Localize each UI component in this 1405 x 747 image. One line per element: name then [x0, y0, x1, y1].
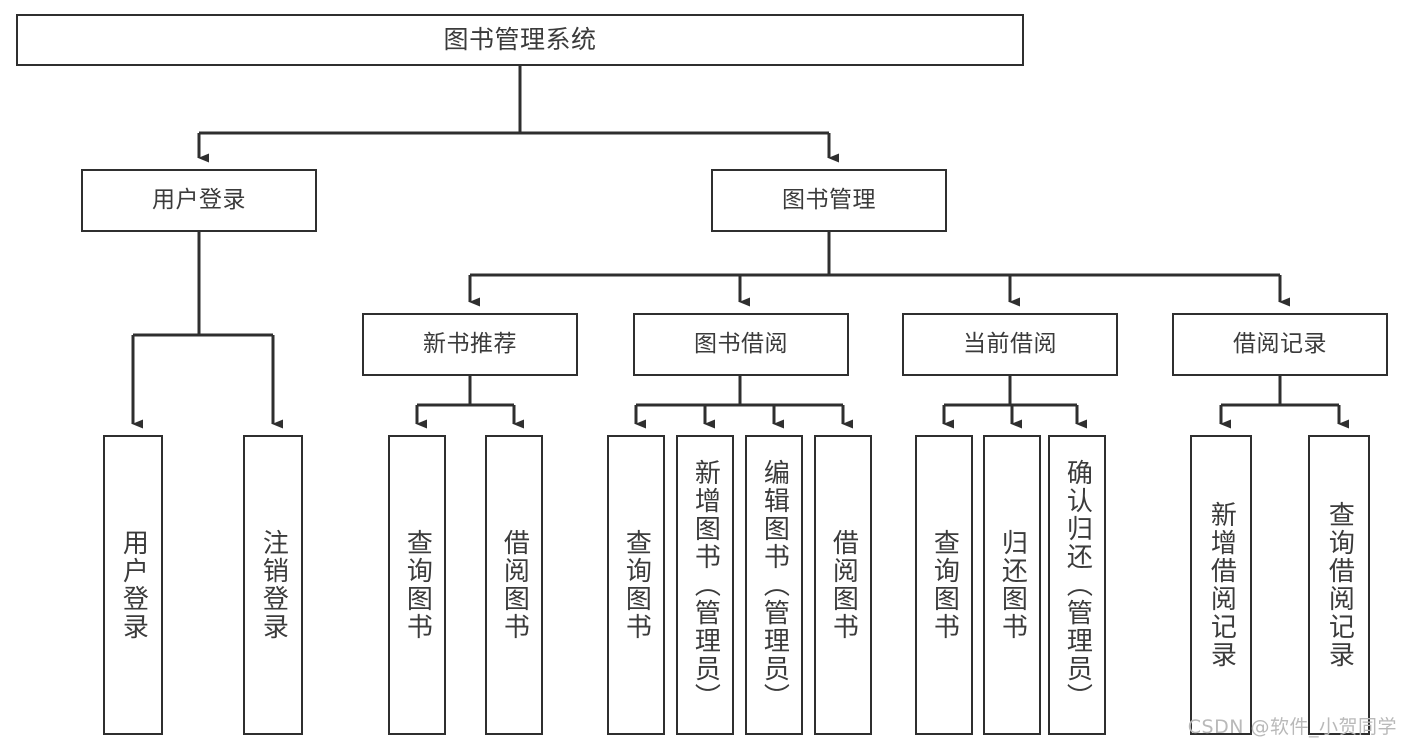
node-leaf-user-logout[interactable]: 注销登录: [243, 435, 303, 735]
node-label: 注销登录: [258, 529, 289, 641]
node-label: 用户登录: [118, 529, 149, 641]
node-label: 图书借阅: [694, 331, 788, 358]
watermark-text: CSDN @软件_小贺同学: [1187, 716, 1397, 738]
node-current-borrow[interactable]: 当前借阅: [902, 313, 1118, 376]
node-leaf-query-book-3[interactable]: 查询图书: [915, 435, 973, 735]
node-label: 借阅图书: [499, 529, 530, 641]
node-new-book-recommend[interactable]: 新书推荐: [362, 313, 578, 376]
node-leaf-edit-book[interactable]: 编辑图书（管理员）: [745, 435, 803, 735]
node-label: 用户登录: [152, 187, 246, 214]
node-leaf-borrow-book-2[interactable]: 借阅图书: [814, 435, 872, 735]
node-label: 新书推荐: [423, 331, 517, 358]
node-label: 查询借阅记录: [1324, 501, 1355, 669]
node-leaf-add-book[interactable]: 新增图书（管理员）: [676, 435, 734, 735]
node-leaf-borrow-book-1[interactable]: 借阅图书: [485, 435, 543, 735]
node-label: 新增借阅记录: [1206, 501, 1237, 669]
node-label: 当前借阅: [963, 331, 1057, 358]
node-leaf-query-book-2[interactable]: 查询图书: [607, 435, 665, 735]
node-label: 确认归还（管理员）: [1062, 459, 1093, 711]
node-label: 归还图书: [997, 529, 1028, 641]
node-label: 编辑图书（管理员）: [759, 459, 790, 711]
node-label: 查询图书: [402, 529, 433, 641]
node-leaf-query-record[interactable]: 查询借阅记录: [1308, 435, 1370, 735]
node-leaf-add-record[interactable]: 新增借阅记录: [1190, 435, 1252, 735]
node-label: 新增图书（管理员）: [690, 459, 721, 711]
node-leaf-user-login[interactable]: 用户登录: [103, 435, 163, 735]
node-leaf-confirm-return[interactable]: 确认归还（管理员）: [1048, 435, 1106, 735]
node-label: 图书管理系统: [443, 24, 597, 54]
node-leaf-query-book-1[interactable]: 查询图书: [388, 435, 446, 735]
node-root-system[interactable]: 图书管理系统: [16, 14, 1024, 66]
node-borrow-record[interactable]: 借阅记录: [1172, 313, 1388, 376]
node-label: 查询图书: [621, 529, 652, 641]
node-book-manage[interactable]: 图书管理: [711, 169, 947, 232]
node-label: 借阅记录: [1233, 331, 1327, 358]
node-label: 借阅图书: [828, 529, 859, 641]
node-user-login[interactable]: 用户登录: [81, 169, 317, 232]
node-label: 图书管理: [782, 187, 876, 214]
node-label: 查询图书: [929, 529, 960, 641]
node-leaf-return-book[interactable]: 归还图书: [983, 435, 1041, 735]
node-book-borrow[interactable]: 图书借阅: [633, 313, 849, 376]
